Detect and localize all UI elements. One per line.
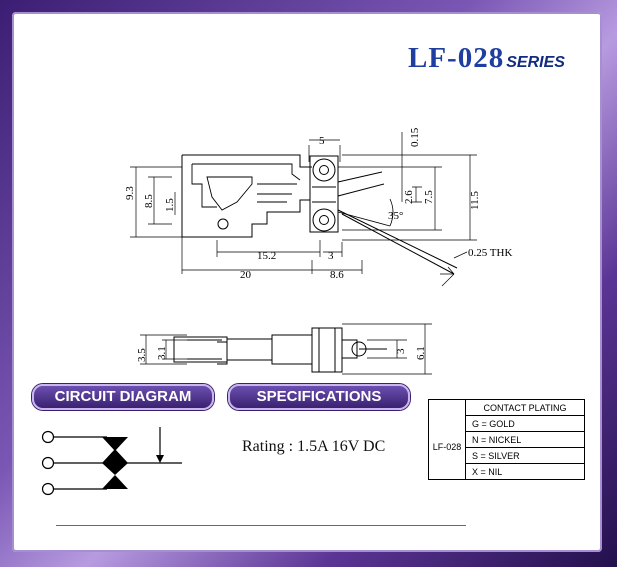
table-model: LF-028 (428, 415, 466, 480)
side-dim-3: 3 (395, 348, 407, 354)
table-row: X = NIL (465, 463, 585, 480)
dim-15-2: 15.2 (257, 250, 276, 262)
contact-plating-table: CONTACT PLATING LF-028 G = GOLD N = NICK… (428, 399, 585, 480)
dim-20: 20 (240, 269, 252, 281)
dim-0-25-thk: 0.25 THK (468, 247, 512, 259)
table-row: G = GOLD (465, 415, 585, 432)
dim-11-5: 11.5 (469, 191, 481, 210)
dim-0-15: 0.15 (409, 127, 421, 147)
side-dim-3-1: 3.1 (156, 346, 168, 360)
dim-7-5: 7.5 (423, 190, 435, 204)
side-body (173, 336, 228, 363)
side-view-drawing: 3.5 3.1 3 6.1 (136, 323, 432, 375)
actuator-lever (337, 171, 458, 275)
circuit-diagram (41, 427, 182, 496)
dim-5: 5 (319, 135, 325, 147)
dim-8-5: 8.5 (143, 194, 155, 208)
top-view-drawing: 5 9.3 8.5 1.5 0.15 2.6 7.5 11.5 35° 15.2… (124, 127, 512, 287)
model-title: LF-028 (408, 42, 505, 74)
specifications-heading: SPECIFICATIONS (228, 384, 410, 410)
dim-9-3: 9.3 (124, 186, 136, 200)
rating-text: Rating : 1.5A 16V DC (242, 438, 386, 455)
side-terminal (311, 327, 343, 373)
contact-triangle (102, 437, 128, 451)
circuit-diagram-heading: CIRCUIT DIAGRAM (32, 384, 214, 410)
table-row: S = SILVER (465, 447, 585, 464)
angle-35: 35° (388, 210, 403, 222)
contact-diamond (102, 449, 128, 475)
table-row: N = NICKEL (465, 431, 585, 448)
series-label: SERIES (506, 54, 565, 71)
side-dim-3-5: 3.5 (136, 348, 148, 362)
dim-8-6: 8.6 (330, 269, 344, 281)
dim-3: 3 (328, 250, 334, 262)
switch-body-outline (181, 154, 312, 238)
table-header: CONTACT PLATING (465, 399, 585, 416)
terminal-block (309, 155, 339, 233)
dim-2-6: 2.6 (403, 190, 415, 204)
divider (56, 525, 466, 526)
dim-1-5: 1.5 (164, 198, 176, 212)
side-dim-6-1: 6.1 (415, 346, 427, 360)
